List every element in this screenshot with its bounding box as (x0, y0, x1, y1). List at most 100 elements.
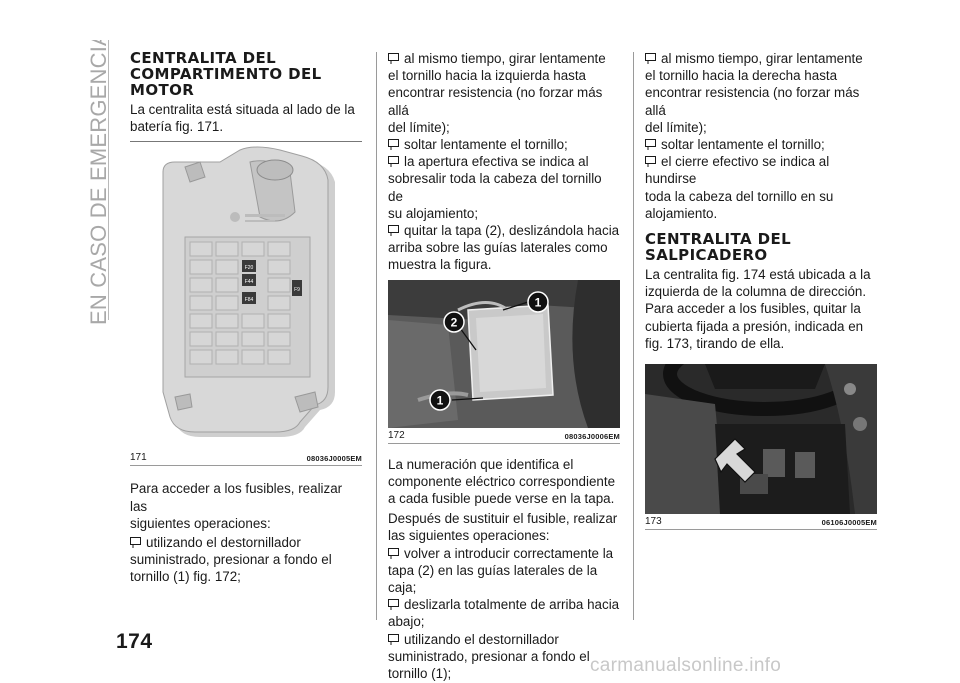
text-line: al mismo tiempo, girar lentamente (404, 51, 606, 66)
figure-172: 2 1 1 (388, 279, 620, 428)
text-line: el tornillo hacia la izquierda hasta (388, 68, 587, 84)
intro-paragraph: La centralita está situada al lado de la… (130, 101, 362, 135)
figure-caption: 173 06106J0005EM (645, 516, 877, 527)
heading-engine-fusebox: CENTRALITA DEL COMPARTIMENTO DEL MOTOR (130, 50, 362, 98)
callout-label: 2 (451, 315, 458, 329)
caption-rule (645, 529, 877, 531)
figure-caption: 171 08036J0005EM (130, 452, 362, 463)
heading-line: MOTOR (130, 81, 195, 99)
bullet-item: soltar lentamente el tornillo; (645, 136, 877, 153)
figure-number: 173 (645, 516, 662, 528)
paragraph: Después de sustituir el fusible, realiza… (388, 510, 620, 544)
bullet-icon (388, 597, 399, 611)
side-section-title: EN CASO DE EMERGENCIA (78, 40, 118, 330)
text-line: utilizando el destornillador (146, 535, 301, 551)
figure-code: 08036J0005EM (306, 454, 362, 464)
text-line: fig. 173, tirando de ella. (645, 335, 785, 351)
bullet-icon (388, 51, 399, 64)
section-rule (130, 141, 362, 143)
paragraph: Para acceder a los fusibles, realizar la… (130, 480, 362, 532)
text-line: a cada fusible puede verse en la tapa. (388, 491, 615, 507)
heading-dashboard-fusebox: CENTRALITA DEL SALPICADERO (645, 231, 877, 263)
text-line: siguientes operaciones: (130, 515, 271, 531)
text-line: del límite); (645, 119, 707, 135)
bullet-item: volver a introducir correctamente la tap… (388, 545, 620, 597)
text-line: su alojamiento; (388, 205, 479, 221)
fuse-label: F9 (294, 287, 300, 293)
text-line: alojamiento. (645, 205, 718, 221)
bullet-item: el cierre efectivo se indica al hundirse… (645, 153, 877, 222)
text-line: La centralita fig. 174 está ubicada a la (645, 267, 871, 283)
bullet-icon (388, 546, 399, 559)
text-line: Después de sustituir el fusible, realiza… (388, 511, 618, 527)
text-line: tornillo (1); (388, 666, 452, 682)
text-line: Para acceder a los fusibles, realizar la… (130, 481, 343, 514)
callout-label: 1 (437, 393, 444, 407)
watermark: carmanualsonline.info (590, 655, 782, 676)
column-divider (376, 52, 377, 620)
callout-label: 1 (535, 295, 542, 309)
caption-rule (130, 465, 362, 467)
text-line: encontrar resistencia (no forzar más all… (645, 85, 860, 118)
bullet-icon (388, 137, 399, 151)
text-line: suministrado, presionar a fondo el (388, 648, 590, 664)
bullet-icon (388, 223, 399, 237)
bullet-item: utilizando el destornillador suministrad… (388, 631, 620, 683)
text-line: soltar lentamente el tornillo; (404, 137, 568, 153)
engine-photo: 2 1 1 (388, 279, 620, 428)
heading-line: CENTRALITA DEL (645, 230, 792, 249)
text-line: La centralita está situada al lado de la (130, 102, 355, 117)
text-line: quitar la tapa (2), deslizándola hacia (404, 223, 620, 239)
text-line: cubierta fijada a presión, indicada en (645, 318, 864, 334)
text-line: suministrado, presionar a fondo el (130, 552, 332, 568)
text-line: toda la cabeza del tornillo en su (645, 188, 834, 204)
caption-rule (388, 442, 620, 444)
text-line: Para acceder a los fusibles, quitar la (645, 301, 861, 317)
text-line: encontrar resistencia (no forzar más all… (388, 85, 603, 118)
column-divider (633, 52, 634, 620)
fuse-label: F84 (245, 297, 254, 303)
text-line: La numeración que identifica el (388, 456, 574, 472)
figure-code: 08036J0006EM (564, 431, 620, 441)
bullet-item: quitar la tapa (2), deslizándola hacia a… (388, 222, 620, 274)
bullet-item: al mismo tiempo, girar lentamente el tor… (645, 50, 877, 136)
text-line: soltar lentamente el tornillo; (661, 137, 825, 153)
text-line: arriba sobre las guías laterales como (388, 240, 608, 256)
text-line: componente eléctrico correspondiente (388, 473, 616, 489)
bullet-icon (388, 154, 399, 168)
bullet-item: al mismo tiempo, girar lentamente el tor… (388, 50, 620, 136)
text-line: deslizarla totalmente de arriba hacia (404, 597, 620, 613)
text-line: el cierre efectivo se indica al hundirse (645, 154, 830, 187)
text-line: tapa (2) en las guías laterales de la ca… (388, 562, 598, 596)
fuse-label: F20 (245, 265, 254, 271)
heading-line: SALPICADERO (645, 246, 768, 265)
text-line: izquierda de la columna de dirección. (645, 284, 867, 300)
dashboard-photo (645, 364, 877, 515)
bullet-item: soltar lentamente el tornillo; (388, 136, 620, 153)
text-line: sobresalir toda la cabeza del tornillo d… (388, 171, 602, 204)
bullet-item: la apertura efectiva se indica al sobres… (388, 153, 620, 222)
text-line: el tornillo hacia la derecha hasta (645, 68, 838, 84)
text-line: del límite); (388, 119, 450, 135)
text-line: al mismo tiempo, girar lentamente (661, 51, 863, 66)
column-2: al mismo tiempo, girar lentamente el tor… (388, 50, 620, 682)
side-divider (108, 40, 109, 320)
column-3: al mismo tiempo, girar lentamente el tor… (645, 50, 877, 531)
text-line: tornillo (1) fig. 172; (130, 569, 241, 585)
intro-paragraph: La centralita fig. 174 está ubicada a la… (645, 266, 877, 352)
heading-line: CENTRALITA DEL (130, 49, 277, 67)
text-line: batería fig. 171. (130, 119, 224, 135)
bullet-icon (130, 535, 141, 549)
figure-173 (645, 364, 877, 515)
text-line: muestra la figura. (388, 257, 492, 273)
fuse-label: F44 (245, 279, 254, 285)
text-line: abajo; (388, 614, 425, 630)
figure-number: 171 (130, 452, 147, 464)
figure-number: 172 (388, 429, 405, 441)
text-line: utilizando el destornillador (404, 631, 559, 647)
figure-code: 06106J0005EM (821, 518, 877, 528)
column-1: CENTRALITA DEL COMPARTIMENTO DEL MOTOR L… (130, 50, 362, 586)
bullet-icon (645, 51, 656, 64)
bullet-icon (645, 154, 656, 168)
bullet-icon (388, 632, 399, 645)
